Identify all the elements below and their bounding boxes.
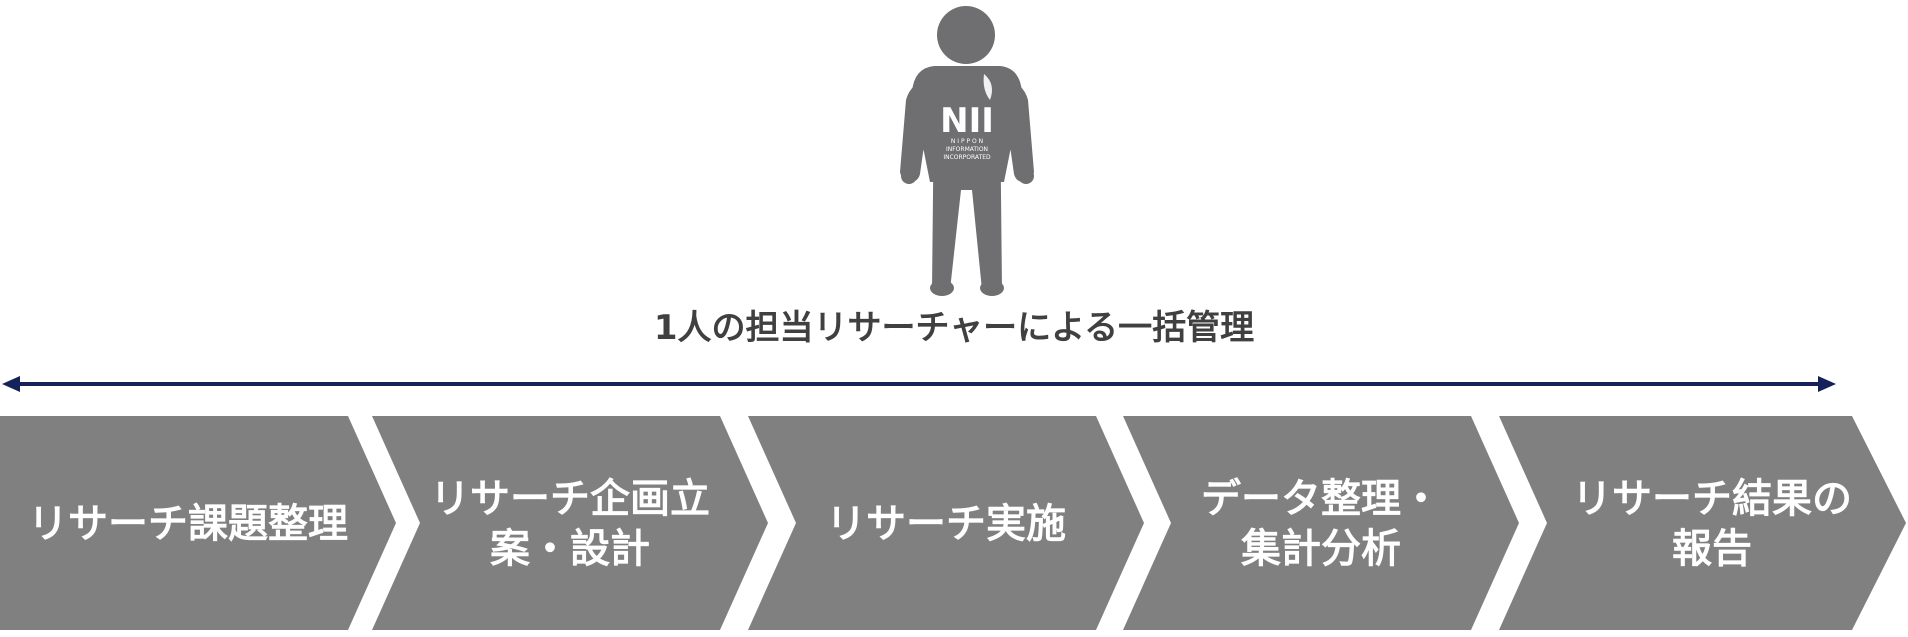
- person-right-arm: [1004, 86, 1034, 182]
- process-step-4: [1123, 416, 1519, 630]
- arrow-head-right: [1818, 376, 1836, 392]
- process-step-1-label: リサーチ課題整理: [28, 501, 348, 547]
- process-step-3-label: リサーチ実施: [826, 501, 1066, 547]
- person-head: [937, 6, 995, 64]
- process-step-5: [1499, 416, 1906, 630]
- management-caption: 1人の担当リサーチャーによる一括管理: [653, 308, 1255, 348]
- person-left-arm: [900, 86, 930, 182]
- process-step-5-label: 報告: [1672, 526, 1752, 572]
- process-step-2-label: 案・設計: [490, 526, 650, 572]
- arrow-head-left: [2, 376, 20, 392]
- nii-logo-line1: N I P P O N: [951, 138, 983, 145]
- nii-logo: NII N I P P O N INFORMATION INCORPORATED: [940, 74, 994, 161]
- process-step-4-label: 集計分析: [1240, 526, 1401, 572]
- nii-logo-letters: NII: [940, 101, 994, 141]
- process-step-4-label: データ整理・: [1201, 476, 1441, 522]
- process-step-2: [372, 416, 768, 630]
- person-torso: [912, 66, 1022, 293]
- process-step-1: [0, 416, 396, 630]
- researcher-person-icon: NII N I P P O N INFORMATION INCORPORATED: [900, 6, 1034, 296]
- span-double-arrow: [2, 376, 1836, 392]
- nii-logo-line3: INCORPORATED: [943, 154, 991, 161]
- process-step-2-label: リサーチ企画立: [430, 476, 710, 522]
- process-step-5-label: リサーチ結果の: [1572, 476, 1852, 522]
- process-step-3: [748, 416, 1144, 630]
- nii-logo-line2: INFORMATION: [946, 146, 988, 153]
